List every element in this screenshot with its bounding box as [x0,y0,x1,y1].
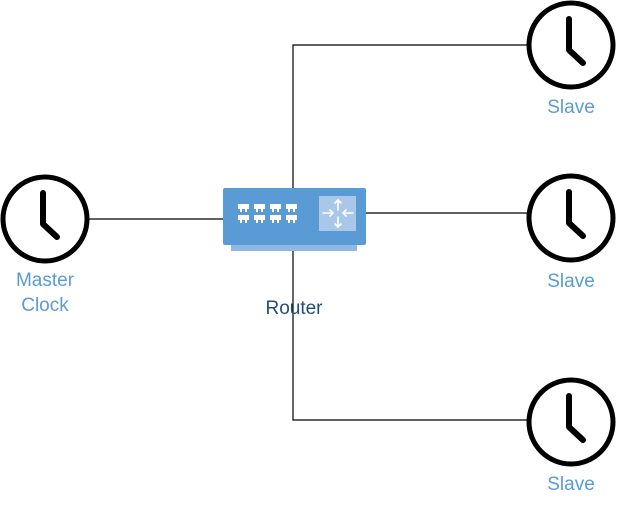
slave-clock-icon [526,0,616,90]
router-ports [238,204,297,223]
master-clock-icon [0,174,90,264]
slave-clock-icon [526,377,616,467]
router-label: Router [265,298,323,319]
slave-label: Slave [547,271,595,292]
master-clock-label: Master Clock [0,268,90,318]
master-clock-label-line2: Clock [21,295,69,316]
master-clock-label-line1: Master [15,270,75,291]
connection-lines [89,44,527,421]
router-to-slave-3-line [292,250,527,421]
slave-label: Slave [547,97,595,118]
slave-clock-icon [526,173,616,263]
router-to-slave-1-line [292,44,527,189]
router-arrows-panel [319,196,356,231]
router-icon [223,188,366,251]
slave-label: Slave [547,474,595,495]
